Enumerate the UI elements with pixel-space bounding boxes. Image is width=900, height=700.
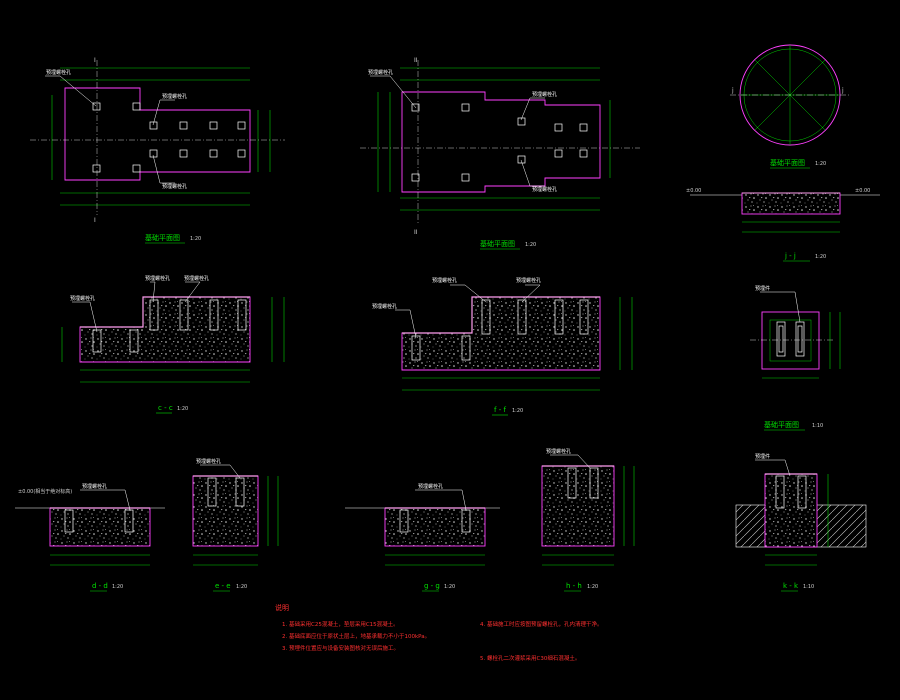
svg-text:预埋螺栓孔: 预埋螺栓孔 — [70, 295, 95, 302]
svg-text:预埋螺栓孔: 预埋螺栓孔 — [516, 277, 541, 284]
svg-text:预埋螺栓孔: 预埋螺栓孔 — [184, 275, 209, 282]
svg-text:预埋螺栓孔: 预埋螺栓孔 — [532, 91, 557, 98]
section-hh: 预埋螺栓孔 h - h 1:20 — [541, 448, 635, 592]
plan-view-2: 预埋螺栓孔 预埋螺栓孔 预埋螺栓孔 II II 基础平面图 1:20 — [360, 57, 640, 250]
plan2-outline — [401, 91, 601, 193]
section-cc-scale: 1:20 — [177, 406, 188, 412]
plan2-anchor-holes — [411, 103, 588, 182]
plan2-title: 基础平面图 — [480, 239, 515, 248]
svg-text:预埋螺栓孔: 预埋螺栓孔 — [418, 483, 443, 490]
section-ff-title: f - f — [494, 406, 506, 414]
section-kk-title: k - k — [783, 582, 799, 590]
svg-text:预埋螺栓孔: 预埋螺栓孔 — [162, 93, 187, 100]
svg-text:±0.00: ±0.00 — [855, 188, 870, 194]
plan1-anchor-holes — [92, 102, 246, 173]
plan-view-3: 预埋件 基础平面图 1:10 — [750, 285, 841, 431]
section-ee: 预埋螺栓孔 e - e 1:20 — [192, 458, 279, 592]
svg-text:±0.00(相当于绝对标高): ±0.00(相当于绝对标高) — [18, 488, 72, 495]
section-cc-title: c - c — [158, 404, 173, 412]
svg-text:±0.00: ±0.00 — [686, 188, 701, 194]
svg-text:预埋件: 预埋件 — [755, 285, 770, 292]
round-foundation-plan: j j 基础平面图 1:20 — [730, 44, 850, 169]
plan1-section-mark-bottom: I — [94, 217, 96, 224]
section-ff: 预埋螺栓孔 预埋螺栓孔 预埋螺栓孔 f - f 1:20 — [372, 277, 633, 416]
plan2-dimensions — [377, 67, 611, 211]
section-jj: ±0.00 ±0.00 j - j 1:20 — [686, 188, 880, 262]
svg-text:预埋螺栓孔: 预埋螺栓孔 — [432, 277, 457, 284]
note-item-2: 2. 基础底面应位于原状土层上，地基承载力不小于100kPa。 — [282, 632, 430, 640]
section-gg-title: g - g — [424, 582, 440, 590]
note-item-5: 5. 螺栓孔二次灌浆采用C30细石混凝土。 — [480, 654, 580, 662]
plan1-outline — [64, 87, 251, 181]
plan1-section-mark-top: I — [94, 57, 96, 64]
svg-text:j: j — [731, 87, 734, 94]
plan3-scale: 1:10 — [812, 423, 823, 429]
svg-text:预埋件: 预埋件 — [755, 453, 770, 460]
round-plan-scale: 1:20 — [815, 161, 826, 167]
round-plan-title: 基础平面图 — [770, 158, 805, 167]
note-item-1: 1. 基础采用C25混凝土，垫层采用C15混凝土。 — [282, 620, 399, 628]
svg-text:预埋螺栓孔: 预埋螺栓孔 — [196, 458, 221, 465]
svg-text:预埋螺栓孔: 预埋螺栓孔 — [162, 183, 187, 190]
section-gg: 预埋螺栓孔 g - g 1:20 — [345, 483, 500, 592]
svg-text:预埋螺栓孔: 预埋螺栓孔 — [145, 275, 170, 282]
notes-block: 说明 1. 基础采用C25混凝土，垫层采用C15混凝土。 2. 基础底面应位于原… — [275, 603, 603, 662]
svg-text:预埋螺栓孔: 预埋螺栓孔 — [546, 448, 571, 455]
plan2-section-mark-top: II — [414, 57, 418, 64]
svg-text:预埋螺栓孔: 预埋螺栓孔 — [532, 186, 557, 193]
plan2-section-mark-bottom: II — [414, 229, 418, 236]
svg-text:预埋螺栓孔: 预埋螺栓孔 — [368, 69, 393, 76]
plan2-scale: 1:20 — [525, 242, 536, 248]
notes-heading: 说明 — [275, 603, 289, 612]
section-gg-scale: 1:20 — [444, 584, 455, 590]
svg-text:j: j — [841, 87, 844, 94]
section-kk: 预埋件 k - k 1:10 — [735, 453, 867, 592]
section-jj-scale: 1:20 — [815, 254, 826, 260]
section-dd: 预埋螺栓孔 ±0.00(相当于绝对标高) d - d 1:20 — [15, 483, 165, 592]
note-item-3: 3. 预埋件位置应与设备安装图核对无误后施工。 — [282, 644, 399, 652]
plan3-title: 基础平面图 — [764, 420, 799, 429]
note-item-4: 4. 基础施工时应按图预留螺栓孔，孔内清理干净。 — [480, 620, 603, 628]
plan1-title: 基础平面图 — [145, 233, 180, 242]
section-hh-scale: 1:20 — [587, 584, 598, 590]
plan1-scale: 1:20 — [190, 236, 201, 242]
section-dd-title: d - d — [92, 582, 108, 590]
section-kk-scale: 1:10 — [803, 584, 814, 590]
svg-text:预埋螺栓孔: 预埋螺栓孔 — [82, 483, 107, 490]
svg-text:预埋螺栓孔: 预埋螺栓孔 — [46, 69, 71, 76]
section-ff-scale: 1:20 — [512, 408, 523, 414]
plan-view-1: 预埋螺栓孔 预埋螺栓孔 预埋螺栓孔 I I 基础平面图 1:20 — [30, 57, 285, 244]
section-cc: 预埋螺栓孔 预埋螺栓孔 预埋螺栓孔 c - c 1:20 — [61, 275, 285, 414]
section-hh-title: h - h — [566, 582, 582, 590]
svg-text:预埋螺栓孔: 预埋螺栓孔 — [372, 303, 397, 310]
section-ee-title: e - e — [215, 582, 231, 590]
section-ee-scale: 1:20 — [236, 584, 247, 590]
section-jj-title: j - j — [784, 252, 796, 260]
section-dd-scale: 1:20 — [112, 584, 123, 590]
plan1-dimensions — [51, 67, 271, 206]
